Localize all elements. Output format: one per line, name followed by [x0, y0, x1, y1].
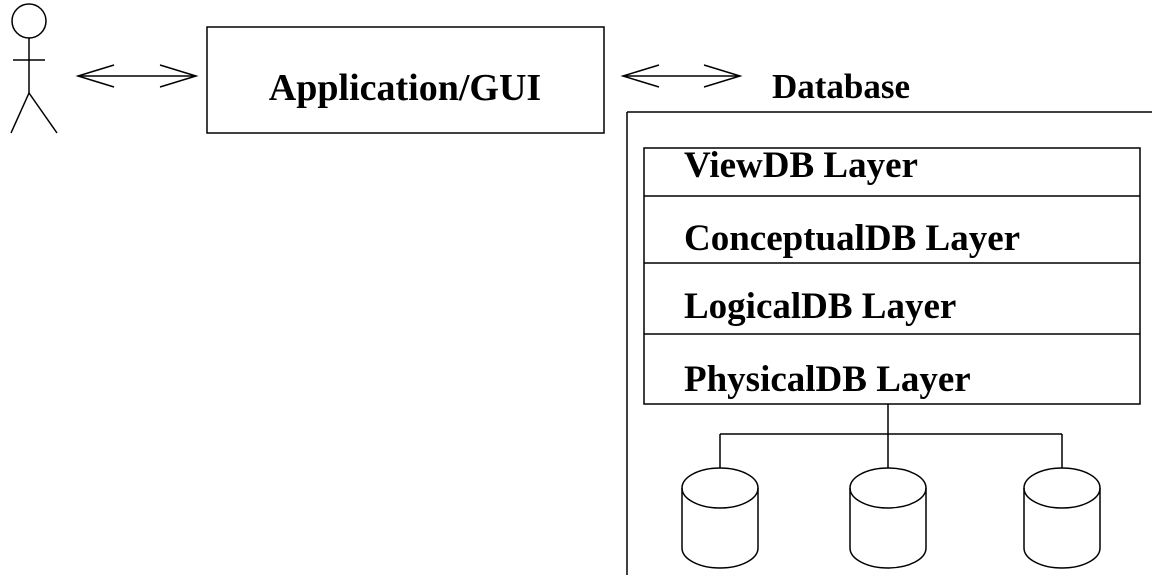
database-label: Database — [772, 67, 910, 106]
database-cylinder-icon — [1023, 467, 1101, 569]
application-gui-label: Application/GUI — [269, 67, 541, 109]
layer-label-conceptualdb: ConceptualDB Layer — [684, 218, 1020, 259]
application-gui-box: Application/GUI — [206, 26, 605, 134]
database-layer-stack: ViewDB Layer ConceptualDB Layer LogicalD… — [643, 145, 1141, 405]
layer-label-logicaldb: LogicalDB Layer — [684, 286, 956, 327]
storage-cylinders — [681, 467, 1101, 569]
database-container — [626, 111, 1152, 575]
app-db-arrow-icon — [620, 64, 743, 88]
layer-label-physicaldb: PhysicalDB Layer — [684, 359, 971, 400]
database-cylinder-icon — [681, 467, 759, 569]
user-actor-icon — [10, 3, 58, 134]
layer-label-viewdb: ViewDB Layer — [684, 145, 918, 186]
layer-stack-frame — [643, 147, 1141, 405]
database-cylinder-icon — [849, 467, 927, 569]
user-app-arrow-icon — [75, 64, 199, 88]
storage-connector — [719, 404, 1063, 468]
